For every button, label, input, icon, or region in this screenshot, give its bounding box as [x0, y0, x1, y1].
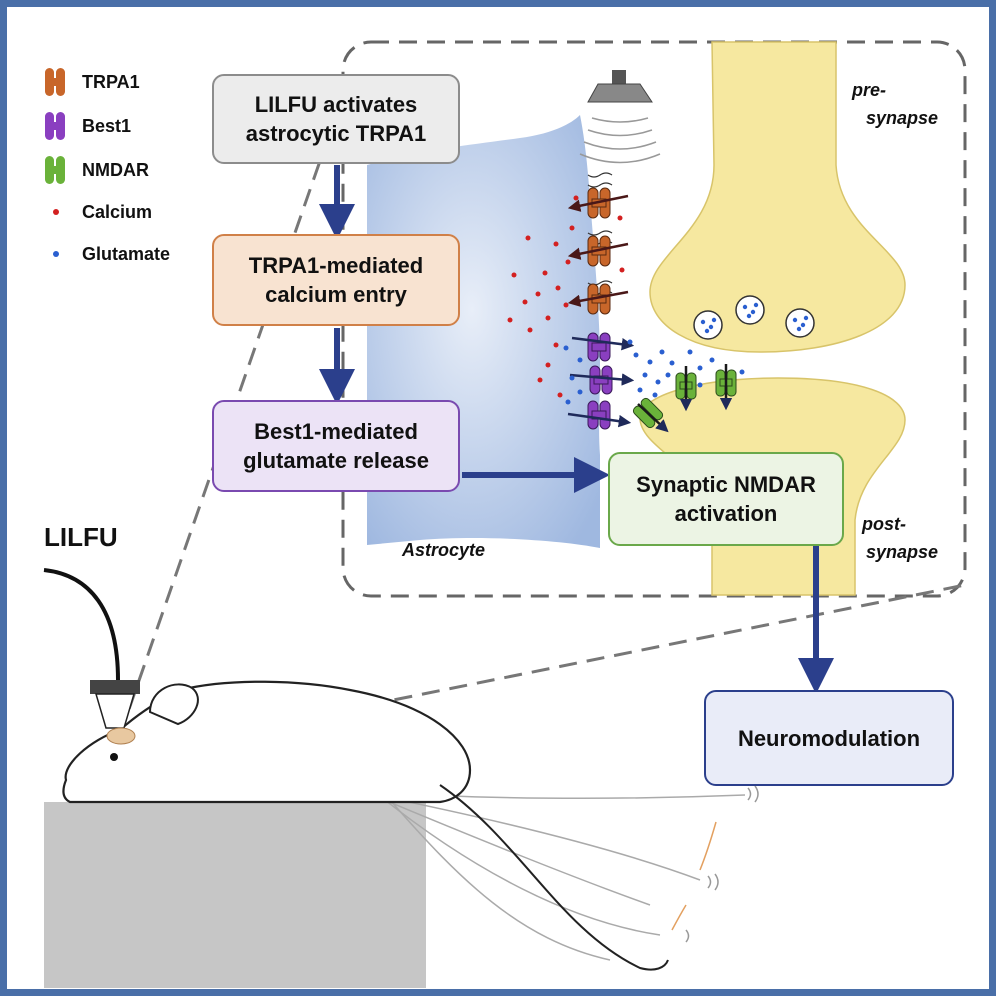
sound-waves-icon: [579, 117, 661, 164]
lilfu-label: LILFU: [44, 522, 118, 552]
step-4-box: Synaptic NMDAR activation: [608, 452, 844, 546]
best1-channels: [587, 332, 613, 430]
trpa1-channel-icon: [40, 68, 72, 96]
mouse-eye: [110, 753, 118, 761]
legend-item-nmdar: NMDAR: [40, 156, 149, 184]
legend-label-trpa1: TRPA1: [82, 71, 140, 92]
legend-label-nmdar: NMDAR: [82, 159, 149, 180]
step-2-box: TRPA1-mediated calcium entry: [212, 234, 460, 326]
postsynapse-label-1: post-: [862, 514, 906, 534]
calcium-dot-icon: [40, 198, 72, 226]
calcium-dots: [507, 195, 625, 398]
head-transducer-icon: [90, 680, 140, 745]
legend-item-glutamate: Glutamate: [40, 240, 170, 268]
ultrasound-transducer-icon: [587, 70, 653, 103]
legend-item-trpa1: TRPA1: [40, 68, 140, 96]
legend-item-best1: Best1: [40, 112, 131, 140]
nmdar-channel-icon: [40, 156, 72, 184]
glutamate-dots: [563, 339, 745, 405]
best1-channel-icon: [40, 112, 72, 140]
legend-label-glutamate: Glutamate: [82, 243, 171, 264]
legend-item-calcium: Calcium: [40, 198, 152, 226]
vesicles: [693, 295, 815, 340]
step-1-box: LILFU activates astrocytic TRPA1: [212, 74, 460, 164]
presynapse-label-1: pre-: [852, 80, 887, 100]
legend-label-calcium: Calcium: [82, 201, 153, 222]
astrocyte-label: Astrocyte: [402, 540, 486, 560]
lilfu-cable: [43, 568, 120, 681]
tail-motion-traces: [349, 789, 746, 961]
mouse-ear: [148, 683, 199, 726]
presynapse-shape: [649, 41, 906, 353]
inset-dashed-border: [341, 40, 967, 598]
presynapse-label-2: synapse: [866, 108, 939, 128]
platform: [44, 802, 426, 988]
glutamate-dot-icon: [40, 240, 72, 268]
postsynapse-label-2: synapse: [866, 542, 939, 562]
mouse-tail: [439, 784, 669, 971]
trpa1-channels: [587, 187, 611, 315]
step-3-box: Best1-mediated glutamate release: [212, 400, 460, 492]
legend-label-best1: Best1: [82, 115, 132, 136]
step-5-box: Neuromodulation: [704, 690, 954, 786]
